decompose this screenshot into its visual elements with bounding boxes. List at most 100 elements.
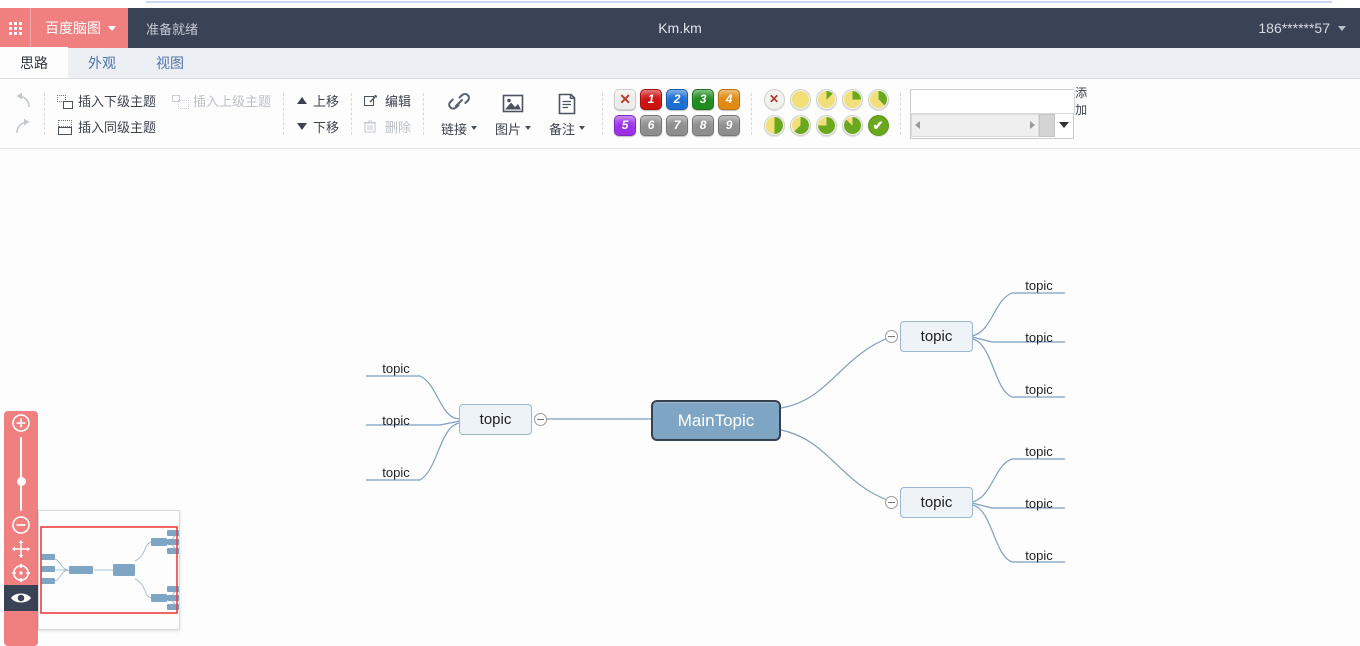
- tag-add-group: 添加: [901, 86, 1088, 142]
- progress-25-button[interactable]: [841, 88, 863, 110]
- node-leaf[interactable]: topic: [1017, 494, 1061, 512]
- progress-12.5-button[interactable]: [815, 88, 837, 110]
- move-up-button[interactable]: 上移: [293, 90, 342, 111]
- redo-arrow-icon[interactable]: [10, 115, 36, 139]
- zoom-slider-knob[interactable]: [16, 477, 26, 486]
- tab-shiTu[interactable]: 视图: [156, 54, 184, 71]
- collapse-toggle-right-2[interactable]: [885, 496, 898, 509]
- priority-7-button[interactable]: 7: [666, 114, 689, 136]
- add-tag-button[interactable]: 添加: [1074, 86, 1088, 117]
- note-button[interactable]: 备注: [541, 86, 593, 142]
- priority-6-button[interactable]: 6: [640, 114, 663, 136]
- node-label: topic: [920, 328, 953, 345]
- insert-group: 插入下级主题 插入同级主题 插入上级主题: [45, 86, 283, 142]
- node-label: MainTopic: [677, 410, 755, 430]
- priority-5-button[interactable]: 5: [614, 114, 637, 136]
- caret-down-icon: [579, 126, 586, 130]
- progress-pie-fill: [765, 116, 783, 134]
- insert-sibling-topic-button[interactable]: 插入同级主题: [54, 116, 159, 137]
- progress-0-button[interactable]: [789, 88, 811, 110]
- minimap-panel[interactable]: [38, 510, 180, 630]
- undo-arrow-icon[interactable]: [10, 89, 36, 113]
- priority-2-button[interactable]: 2: [666, 88, 689, 110]
- node-leaf[interactable]: topic: [374, 463, 418, 481]
- node-leaf[interactable]: topic: [374, 359, 418, 377]
- triangle-left-icon[interactable]: [915, 121, 921, 129]
- node-leaf[interactable]: topic: [374, 411, 418, 429]
- link-button[interactable]: 链接: [433, 86, 485, 142]
- chain-link-icon: [446, 90, 472, 116]
- node-leaf[interactable]: topic: [1017, 276, 1061, 294]
- edit-label: 编辑: [385, 94, 412, 109]
- insert-sub-topic-label: 插入下级主题: [78, 94, 157, 109]
- node-leaf[interactable]: topic: [1017, 546, 1061, 564]
- progress-37.5-button[interactable]: [867, 88, 889, 110]
- grid-apps-icon[interactable]: [0, 8, 30, 48]
- insert-parent-topic-label: 插入上级主题: [193, 94, 272, 109]
- progress-62.5-button[interactable]: [789, 114, 811, 136]
- user-menu[interactable]: 186******57: [1258, 20, 1346, 36]
- node-sub-right-1[interactable]: topic: [900, 321, 973, 352]
- image-button[interactable]: 图片: [487, 86, 539, 142]
- tab-siLu[interactable]: 思路: [0, 47, 68, 78]
- priority-8-button[interactable]: 8: [692, 114, 715, 136]
- priority-4-button[interactable]: 4: [718, 88, 741, 110]
- tag-input[interactable]: [911, 89, 1075, 113]
- delete-button[interactable]: 删除: [361, 116, 414, 137]
- tag-list-scrollbar[interactable]: [911, 113, 1040, 137]
- tab-waiGuan[interactable]: 外观: [88, 54, 116, 71]
- progress-pie-fill: [791, 116, 809, 134]
- crosshair-center-icon[interactable]: [4, 561, 38, 585]
- brand-label: 百度脑图: [45, 20, 101, 36]
- check-icon: ✔: [872, 117, 884, 133]
- node-leaf[interactable]: topic: [1017, 380, 1061, 398]
- arrow-up-icon: [296, 94, 307, 108]
- document-title: Km.km: [658, 20, 702, 36]
- top-strip-accent: [146, 1, 1332, 3]
- node-main-topic[interactable]: MainTopic: [651, 400, 781, 441]
- insert-sub-topic-button[interactable]: 插入下级主题: [54, 90, 159, 111]
- node-sub-left[interactable]: topic: [459, 404, 532, 435]
- toolbar: 插入下级主题 插入同级主题 插入上级主题 上移: [0, 79, 1360, 149]
- insert-parent-topic-button[interactable]: 插入上级主题: [169, 90, 274, 111]
- progress-87.5-button[interactable]: [841, 114, 863, 136]
- brand-menu[interactable]: 百度脑图: [30, 8, 128, 48]
- zoom-slider[interactable]: [4, 435, 38, 513]
- priority-1-button[interactable]: 1: [640, 88, 663, 110]
- arrow-down-icon: [296, 120, 307, 134]
- collapse-toggle-left[interactable]: [534, 413, 547, 426]
- toolbar-divider: [900, 92, 902, 135]
- document-note-icon: [554, 90, 580, 116]
- node-leaf[interactable]: topic: [1017, 442, 1061, 460]
- move-down-button[interactable]: 下移: [293, 116, 342, 137]
- link-label: 链接: [441, 121, 468, 137]
- zoom-out-icon[interactable]: [4, 513, 38, 537]
- priority-9-button[interactable]: 9: [718, 114, 741, 136]
- zoom-in-icon[interactable]: [4, 411, 38, 435]
- insert-parent-topic-icon: [172, 94, 190, 109]
- mindmap-canvas[interactable]: MainTopic topic topic topic topic topic …: [0, 150, 1360, 646]
- triangle-right-icon[interactable]: [1030, 121, 1036, 129]
- mindmap-edges: [366, 292, 1065, 563]
- node-sub-right-2[interactable]: topic: [900, 487, 973, 518]
- progress-pie-fill: [817, 90, 835, 108]
- collapse-toggle-right-1[interactable]: [885, 330, 898, 343]
- progress-pie-fill: [843, 90, 861, 108]
- move-hand-icon[interactable]: [4, 537, 38, 561]
- edit-button[interactable]: 编辑: [361, 90, 414, 111]
- chevron-down-icon: [1338, 25, 1346, 31]
- node-label: topic: [920, 494, 953, 511]
- progress-50-button[interactable]: [763, 114, 785, 136]
- tag-dropdown-button[interactable]: [1055, 113, 1074, 137]
- progress-clear-button[interactable]: ✕: [763, 88, 785, 110]
- move-down-label: 下移: [313, 120, 340, 135]
- eye-icon[interactable]: [4, 585, 38, 611]
- progress-75-button[interactable]: [815, 114, 837, 136]
- node-leaf[interactable]: topic: [1017, 328, 1061, 346]
- priority-clear-button[interactable]: ✕: [614, 88, 637, 110]
- insert-sibling-topic-label: 插入同级主题: [78, 120, 157, 135]
- progress-100-button[interactable]: ✔: [867, 114, 889, 136]
- priority-3-button[interactable]: 3: [692, 88, 715, 110]
- scrollbar-thumb[interactable]: [1039, 113, 1056, 137]
